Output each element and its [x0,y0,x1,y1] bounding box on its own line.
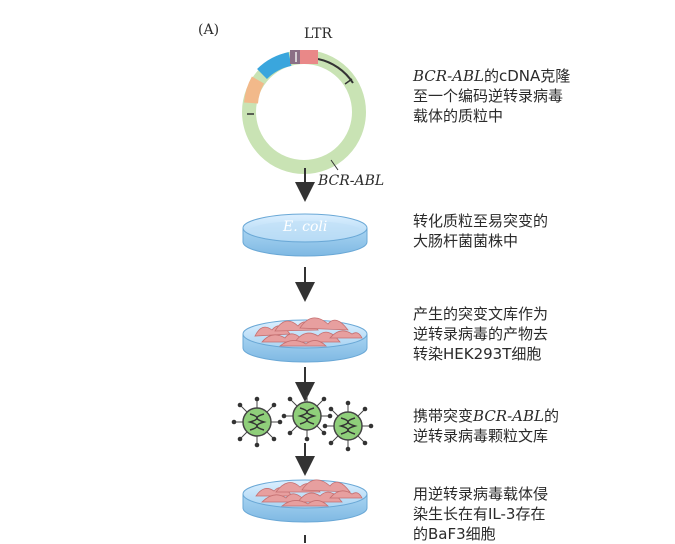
step-1-text: BCR-ABL的cDNA克隆 至一个编码逆转录病毒 载体的质粒中 [413,66,570,126]
virus-particle-2 [281,390,333,442]
step-4-line-2: 逆转录病毒颗粒文库 [413,427,549,445]
petri-dish-hek293t [242,317,368,363]
step-5-line-1: 用逆转录病毒载体侵 [413,485,549,503]
virus-particle-library [231,390,374,452]
step-3-line-3: 转染HEK293T细胞 [413,345,542,363]
plasmid [242,50,366,174]
step-5-line-2: 染生长在有IL-3存在 [413,505,546,523]
step-4-text: 携带突变BCR-ABL的 逆转录病毒颗粒文库 [413,406,559,446]
step-1-line-1: BCR-ABL的cDNA克隆 [413,67,571,85]
ltr-label: LTR [304,26,333,42]
plasmid-blue-segment [257,52,292,80]
plasmid-orange-segment [244,76,265,104]
ltr-dark-segment [290,50,300,64]
petri-dish-baf3 [242,479,368,523]
virus-particle-1 [231,396,283,448]
ltr-segment [300,50,318,64]
step-5-text: 用逆转录病毒载体侵 染生长在有IL-3存在 的BaF3细胞 [413,484,548,544]
step-1-line-3: 载体的质粒中 [413,107,504,125]
step-1-line-2: 至一个编码逆转录病毒 [413,87,564,105]
insert-label: BCR-ABL [318,173,385,189]
step-2-line-2: 大肠杆菌菌株中 [413,232,519,250]
cell-layer-hek293t [254,317,363,347]
insert-leader-line [330,159,339,171]
step-3-line-2: 逆转录病毒的产物去 [413,325,549,343]
virus-particle-3 [322,400,374,452]
step-3-text: 产生的突变文库作为 逆转录病毒的产物去 转染HEK293T细胞 [413,304,548,364]
step-2-line-1: 转化质粒至易突变的 [413,212,549,230]
step-3-line-1: 产生的突变文库作为 [413,305,549,323]
petri-dish-ecoli [242,213,368,257]
step-5-line-3: 的BaF3细胞 [413,525,496,543]
cell-layer-baf3 [255,479,363,507]
step-4-line-1: 携带突变BCR-ABL的 [413,407,559,425]
panel-label: (A) [198,22,220,38]
step-2-text: 转化质粒至易突变的 大肠杆菌菌株中 [413,211,548,251]
ecoli-label: E. coli [283,219,328,235]
